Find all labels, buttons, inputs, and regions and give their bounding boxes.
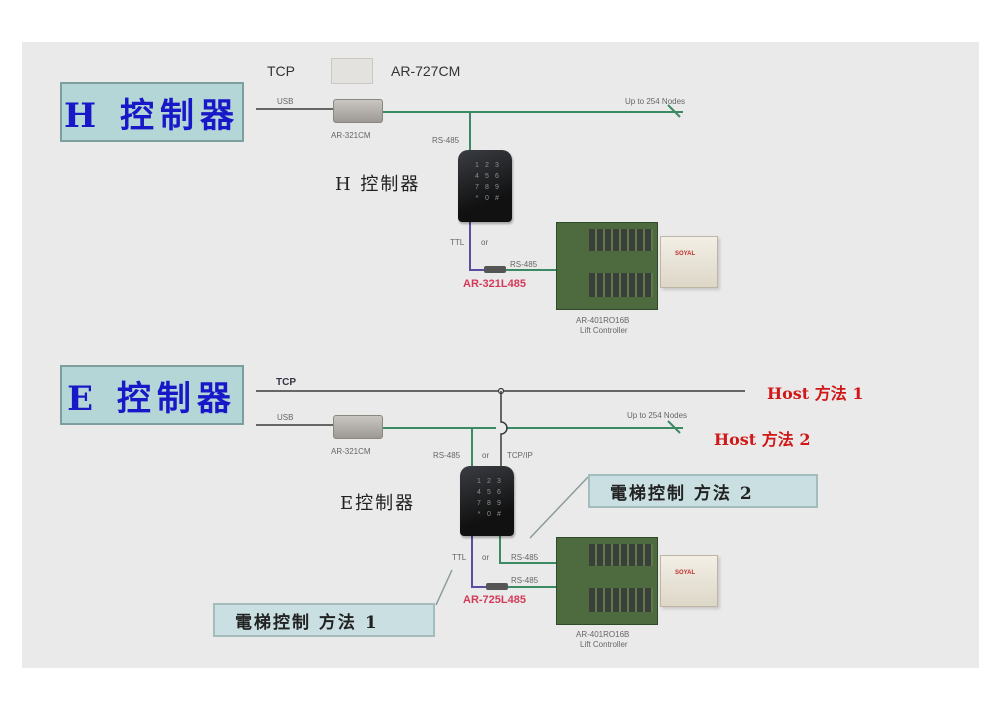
h-lift-desc-label: Lift Controller bbox=[580, 326, 628, 335]
h-or-label: or bbox=[481, 238, 489, 247]
key: 1 bbox=[477, 478, 481, 485]
relay-bank bbox=[589, 229, 653, 251]
key: 2 bbox=[487, 478, 491, 485]
e-rs485-label: RS-485 bbox=[433, 451, 461, 460]
e-direct-rs485-label: RS-485 bbox=[511, 553, 539, 562]
h-ar321l485-adapter-image bbox=[484, 266, 506, 273]
e-or-top-label: or bbox=[482, 451, 490, 460]
key: 6 bbox=[497, 489, 501, 496]
key: 3 bbox=[497, 478, 501, 485]
h-usb-label: USB bbox=[277, 97, 294, 106]
h-bus-note: Up to 254 Nodes bbox=[625, 97, 686, 106]
h-lift-controller-board-image bbox=[556, 222, 658, 310]
h-rs485-label: RS-485 bbox=[432, 136, 460, 145]
key: 7 bbox=[475, 184, 479, 191]
e-bus-note: Up to 254 Nodes bbox=[627, 411, 688, 420]
e-controller-title-box: E 控制器 bbox=[60, 365, 244, 425]
ar727cm-label: AR-727CM bbox=[391, 63, 461, 79]
e-keypad-reader: 1 2 3 4 5 6 7 8 9 * 0 # bbox=[460, 466, 514, 536]
key: 4 bbox=[477, 489, 481, 496]
e-lift-desc-label: Lift Controller bbox=[580, 640, 628, 649]
h-keypad: 1 2 3 4 5 6 7 8 9 * 0 # bbox=[472, 162, 502, 202]
h-controller-title: H 控制器 bbox=[64, 95, 240, 136]
h-ttl-label: TTL bbox=[450, 238, 465, 247]
e-controller-title: E 控制器 bbox=[67, 378, 237, 419]
e-adapter-rs485-label: RS-485 bbox=[511, 576, 539, 585]
h-ttl-line bbox=[469, 220, 485, 271]
e-keypad: 1 2 3 4 5 6 7 8 9 * 0 # bbox=[474, 478, 504, 518]
key: 0 bbox=[487, 511, 491, 518]
h-adapter-rs485-label: RS-485 bbox=[510, 260, 538, 269]
e-controller-label: E控制器 bbox=[340, 493, 416, 514]
e-ar725l485-label: AR-725L485 bbox=[463, 594, 526, 606]
key: 5 bbox=[487, 489, 491, 496]
host-method-2-label: Host 方法 2 bbox=[714, 430, 811, 449]
ar727cm-module-image bbox=[331, 58, 373, 84]
key: 2 bbox=[485, 162, 489, 169]
e-or-bottom-label: or bbox=[482, 553, 490, 562]
relay-bank bbox=[589, 588, 653, 612]
e-cabinet-brand: SOYAL bbox=[675, 570, 696, 576]
e-bus-terminator bbox=[667, 420, 681, 434]
e-tcpip-label: TCP/IP bbox=[507, 451, 533, 460]
callout-2-pointer bbox=[529, 476, 589, 539]
e-lift-controller-board-image bbox=[556, 537, 658, 625]
h-ar321cm-converter-image bbox=[333, 99, 383, 123]
e-ar321cm-label: AR-321CM bbox=[331, 447, 371, 456]
key: * bbox=[475, 195, 479, 202]
e-usb-label: USB bbox=[277, 413, 294, 422]
h-keypad-reader: 1 2 3 4 5 6 7 8 9 * 0 # bbox=[458, 150, 512, 222]
key: 6 bbox=[495, 173, 499, 180]
h-tcp-label: TCP bbox=[267, 63, 295, 79]
relay-bank bbox=[589, 273, 653, 297]
h-controller-label: H 控制器 bbox=[335, 174, 421, 195]
h-soyal-cabinet-image: SOYAL bbox=[660, 236, 718, 288]
key: # bbox=[497, 511, 501, 518]
key: 0 bbox=[485, 195, 489, 202]
key: 1 bbox=[475, 162, 479, 169]
e-ttl-label: TTL bbox=[452, 553, 467, 562]
key: 4 bbox=[475, 173, 479, 180]
relay-bank bbox=[589, 544, 653, 566]
e-ar725l485-adapter-image bbox=[486, 583, 508, 590]
key: 5 bbox=[485, 173, 489, 180]
key: # bbox=[495, 195, 499, 202]
e-tcpip-drop bbox=[500, 391, 508, 466]
e-ar321cm-converter-image bbox=[333, 415, 383, 439]
e-tcp-label: TCP bbox=[276, 377, 296, 388]
key: 8 bbox=[487, 500, 491, 507]
h-cabinet-brand: SOYAL bbox=[675, 251, 696, 257]
key: 9 bbox=[495, 184, 499, 191]
e-soyal-cabinet-image: SOYAL bbox=[660, 555, 718, 607]
key: 3 bbox=[495, 162, 499, 169]
e-direct-rs485-line bbox=[499, 536, 558, 564]
elevator-method-1-callout: 電梯控制 方法 1 bbox=[213, 603, 435, 637]
elevator-method-2-text: 電梯控制 方法 2 bbox=[610, 483, 754, 504]
elevator-method-2-callout: 電梯控制 方法 2 bbox=[588, 474, 818, 508]
e-ttl-line bbox=[471, 536, 487, 588]
elevator-method-1-text: 電梯控制 方法 1 bbox=[235, 612, 379, 633]
host-method-1-label: Host 方法 1 bbox=[767, 384, 864, 403]
h-controller-title-box: H 控制器 bbox=[60, 82, 244, 142]
e-lift-model-label: AR-401RO16B bbox=[576, 630, 630, 639]
h-ar321cm-label: AR-321CM bbox=[331, 131, 371, 140]
callout-1-pointer bbox=[435, 569, 453, 606]
key: 9 bbox=[497, 500, 501, 507]
h-lift-model-label: AR-401RO16B bbox=[576, 316, 630, 325]
key: 8 bbox=[485, 184, 489, 191]
key: * bbox=[477, 511, 481, 518]
key: 7 bbox=[477, 500, 481, 507]
h-bus-terminator bbox=[667, 104, 681, 118]
h-ar321l485-label: AR-321L485 bbox=[463, 278, 526, 290]
